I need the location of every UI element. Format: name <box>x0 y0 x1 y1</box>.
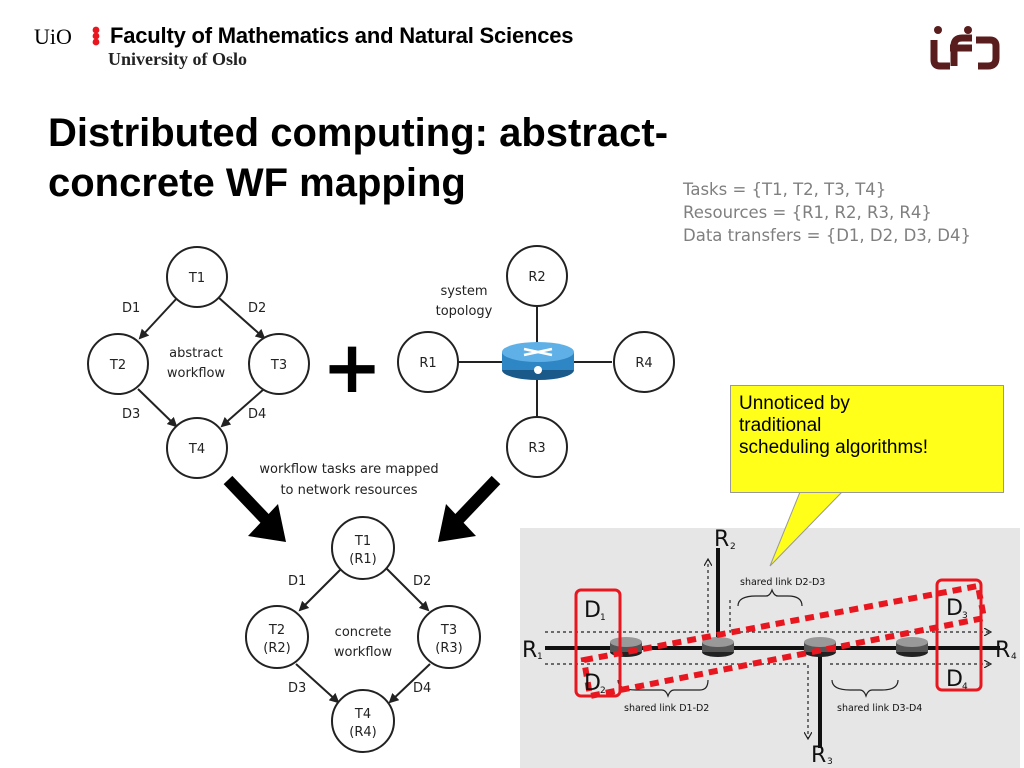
abstract-label-1: abstract <box>169 346 223 361</box>
svg-text:T3: T3 <box>440 623 457 638</box>
mapping-line-1: workflow tasks are mapped <box>259 462 438 477</box>
cedge-d1-label: D1 <box>288 574 306 589</box>
callout-line-3: scheduling algorithms! <box>739 437 929 458</box>
svg-text:4: 4 <box>962 682 968 692</box>
mapping-line-2: to network resources <box>280 483 417 498</box>
faculty-name: Faculty of Mathematics and Natural Scien… <box>110 23 574 48</box>
cedge-d3-label: D3 <box>288 681 306 696</box>
concrete-workflow: T1 (R1) T2 (R2) T3 (R3) T4 (R4) D1 D2 D3… <box>245 516 481 753</box>
router-icon <box>702 637 734 657</box>
label-r1: R <box>522 638 537 663</box>
svg-text:(R3): (R3) <box>435 641 462 656</box>
svg-text:T1: T1 <box>354 534 371 549</box>
svg-text:(R2): (R2) <box>263 641 290 656</box>
node-r3-label: R3 <box>528 441 545 456</box>
svg-text:2: 2 <box>600 686 606 696</box>
callout-pointer <box>769 491 844 567</box>
svg-text:4: 4 <box>1011 652 1017 662</box>
node-r2-label: R2 <box>528 270 545 285</box>
edge-d1-label: D1 <box>122 301 140 316</box>
transfers-definition: Data transfers = {D1, D2, D3, D4} <box>683 226 971 245</box>
svg-text:3: 3 <box>827 757 833 767</box>
node-t3 <box>248 333 310 395</box>
label-d1: D <box>584 598 601 623</box>
arrow-left-head <box>248 504 286 542</box>
university-name: University of Oslo <box>108 49 247 69</box>
node-t1-label: T1 <box>188 271 205 286</box>
node-r1-label: R1 <box>419 356 436 371</box>
cedge-d2-label: D2 <box>413 574 431 589</box>
label-r3: R <box>811 743 826 768</box>
node-r1 <box>397 331 459 393</box>
network-labels: R 1 R 2 R 3 R 4 D 1 D 2 D 3 D 4 shared l… <box>522 527 1017 768</box>
ifi-logo-icon <box>930 26 1000 70</box>
node-t3-label: T3 <box>270 358 287 373</box>
uio-logo: UiO <box>34 24 72 49</box>
node-t2-label: T2 <box>109 358 126 373</box>
cedge-d4-label: D4 <box>413 681 431 696</box>
edge-d4-label: D4 <box>248 407 266 422</box>
svg-text:T2: T2 <box>268 623 285 638</box>
callout-box <box>730 385 1004 493</box>
node-r4 <box>613 331 675 393</box>
highlight-d3-d4 <box>935 578 983 692</box>
edge-d3-label: D3 <box>122 407 140 422</box>
svg-text:(R4): (R4) <box>349 725 376 740</box>
system-topology: R1 R2 R3 R4 system topology <box>397 245 675 478</box>
callout-line-2: traditional <box>739 415 822 436</box>
callout-line-1: Unnoticed by <box>739 393 850 414</box>
svg-text:1: 1 <box>537 652 543 662</box>
highlight-shared-path <box>580 582 988 700</box>
topology-label-2: topology <box>436 304 493 319</box>
title-line-1: Distributed computing: abstract- <box>48 111 669 155</box>
node-t1 <box>166 246 228 308</box>
svg-text:3: 3 <box>962 611 968 621</box>
abstract-workflow: T1 T2 T3 T4 D1 D2 D3 D4 abstract workflo… <box>87 246 310 479</box>
arrow-right-head <box>438 504 476 542</box>
svg-text:2: 2 <box>730 542 736 552</box>
label-d2: D <box>584 671 601 696</box>
uio-dots-icon <box>92 26 100 46</box>
node-r4-label: R4 <box>635 356 652 371</box>
svg-text:1: 1 <box>600 613 606 623</box>
node-t2 <box>87 333 149 395</box>
title-line-2: concrete WF mapping <box>48 161 466 205</box>
label-shared-d1d2: shared link D1-D2 <box>624 703 709 714</box>
label-d4: D <box>946 667 963 692</box>
svg-text:workflow: workflow <box>334 645 393 660</box>
svg-text:T4: T4 <box>354 707 371 722</box>
topology-label-1: system <box>441 284 488 299</box>
label-d3: D <box>946 596 963 621</box>
edge-d2-label: D2 <box>248 301 266 316</box>
router-icon <box>502 342 574 380</box>
resources-definition: Resources = {R1, R2, R3, R4} <box>683 203 932 222</box>
node-t3-r3 <box>417 605 481 669</box>
mapping-caption: workflow tasks are mapped to network res… <box>259 462 438 498</box>
node-t4-label: T4 <box>188 442 205 457</box>
definitions-block: Tasks = {T1, T2, T3, T4} Resources = {R1… <box>683 178 971 247</box>
abstract-label-2: workflow <box>167 366 226 381</box>
tasks-definition: Tasks = {T1, T2, T3, T4} <box>683 180 887 199</box>
plus-sign: + <box>322 325 382 409</box>
node-t1-r1 <box>331 516 395 580</box>
node-r2 <box>506 245 568 307</box>
mapping-arrows <box>223 475 501 542</box>
node-t4 <box>166 417 228 479</box>
svg-text:concrete: concrete <box>335 625 392 640</box>
network-routers <box>610 637 928 657</box>
node-r3 <box>506 416 568 478</box>
label-r4: R <box>995 638 1010 663</box>
svg-text:(R1): (R1) <box>349 552 376 567</box>
node-t2-r2 <box>245 605 309 669</box>
label-r2: R <box>714 527 729 552</box>
callout-text: Unnoticed by traditional scheduling algo… <box>739 393 928 459</box>
label-shared-d3d4: shared link D3-D4 <box>837 703 922 714</box>
slide-title: Distributed computing: abstract- concret… <box>48 108 808 208</box>
label-shared-d2d3: shared link D2-D3 <box>740 577 825 588</box>
node-t4-r4 <box>331 689 395 753</box>
router-icon <box>896 637 928 657</box>
